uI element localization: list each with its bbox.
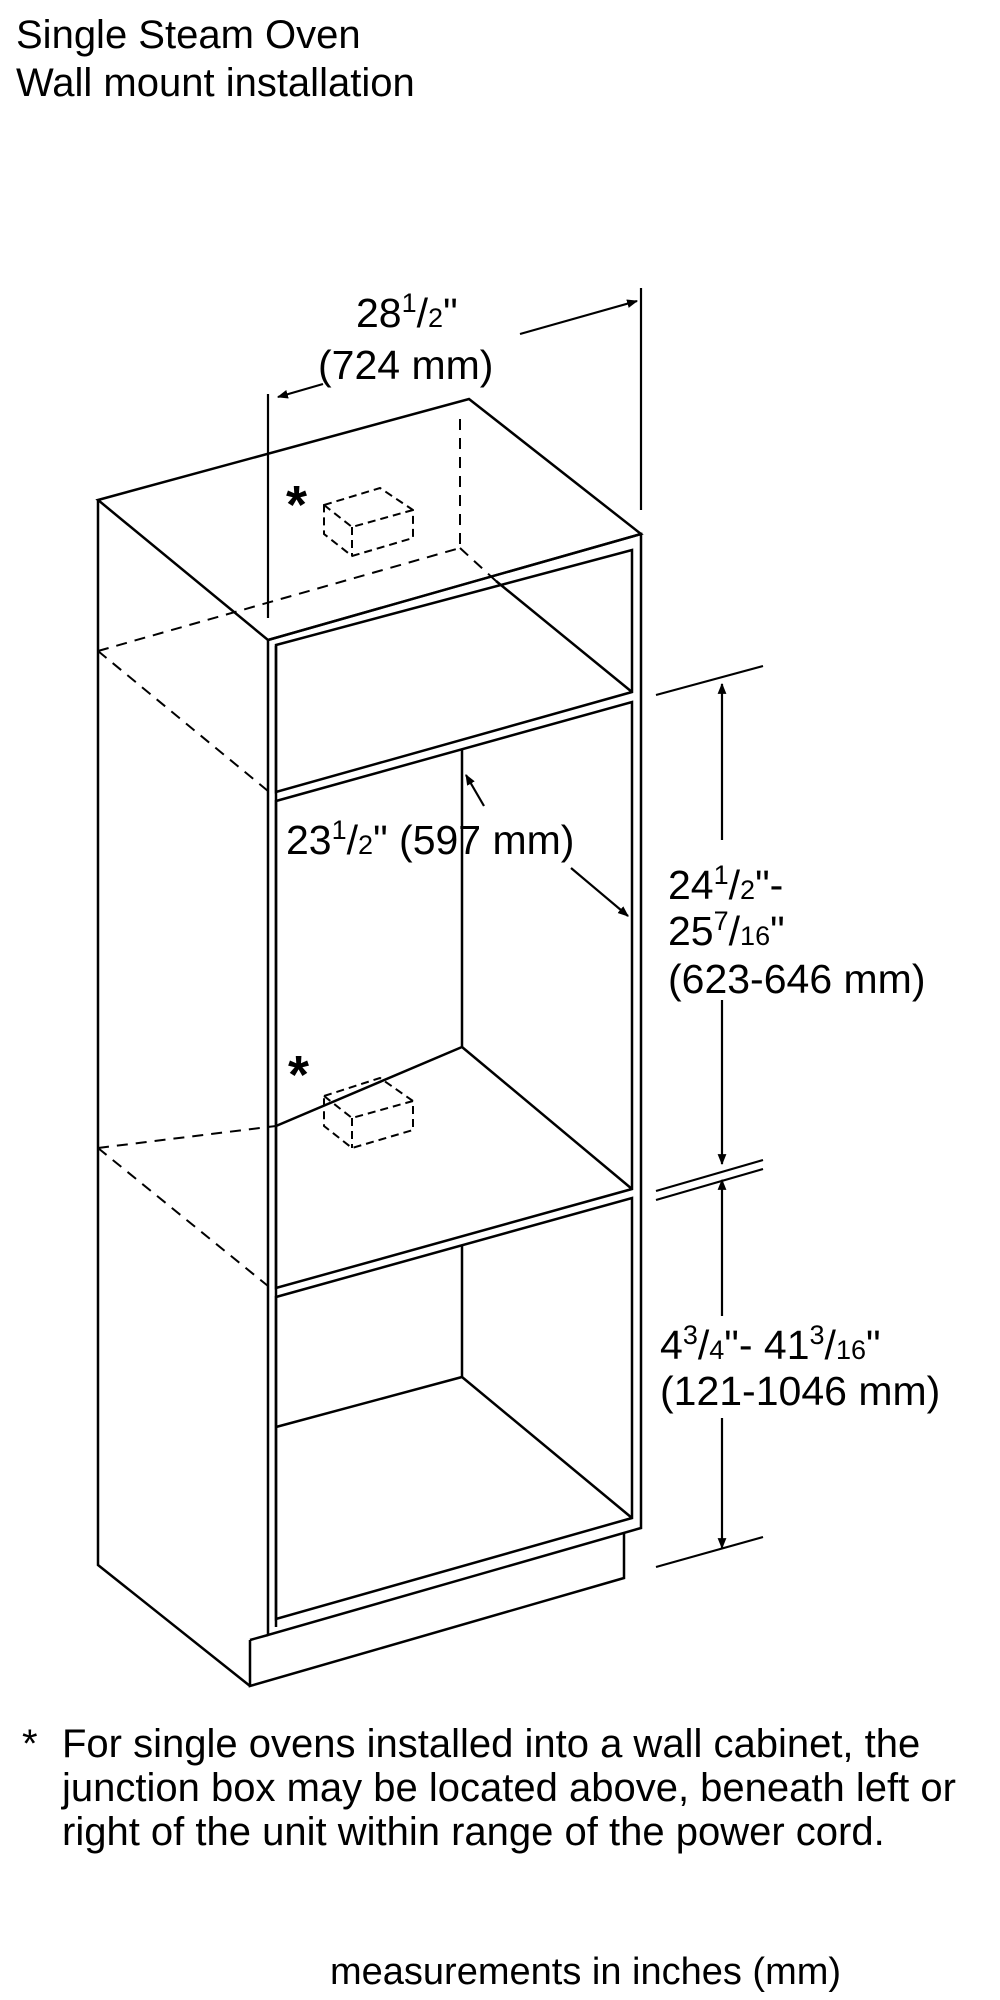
cabinet-outline [95,397,644,1688]
footnote-text: For single ovens installed into a wall c… [62,1722,956,1854]
floor-height-metric-label: (121-1046 mm) [660,1368,941,1414]
junction-box-upper [323,486,414,558]
footnote-marker: * [22,1722,38,1766]
width-label: 281/2" [356,288,458,337]
hidden-lines [97,419,497,1287]
opening-height-metric-label: (623-646 mm) [668,956,926,1002]
width-metric-label: (724 mm) [318,342,494,388]
opening-width-label: 231/2" (597 mm) [286,815,575,864]
units-note: measurements in inches (mm) [330,1951,842,1993]
title-line-1: Single Steam Oven [16,13,361,57]
opening-height-label-line1: 241/2"- [668,860,784,909]
dimension-lines [266,288,764,1569]
title-line-2: Wall mount installation [16,61,415,105]
junction-box-lower [323,1076,414,1150]
junction-box-marker-upper: * [286,475,308,535]
floor-height-label: 43/4"- 413/16" [660,1320,881,1369]
cabinet-diagram [95,288,764,1688]
opening-height-label-line2: 257/16" [668,906,785,955]
junction-box-marker-lower: * [288,1045,310,1105]
